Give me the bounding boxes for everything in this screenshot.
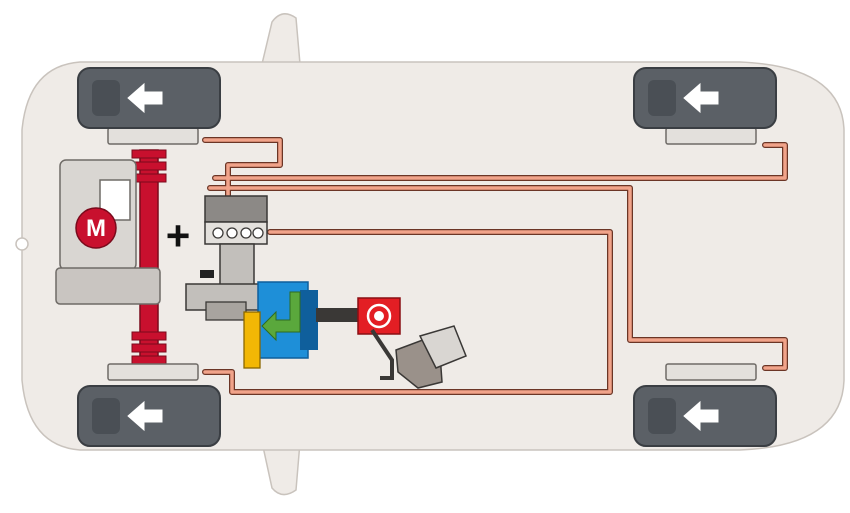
motor-badge <box>75 207 117 249</box>
brake-calipers <box>107 127 757 381</box>
motor-label: M <box>86 215 106 242</box>
front-bumper-notch <box>15 237 29 251</box>
brake-booster <box>243 281 358 369</box>
arrow-left-icon <box>127 400 163 432</box>
foot <box>395 325 467 389</box>
brake-pedal <box>370 328 394 380</box>
arrow-left-icon <box>683 82 719 114</box>
right-mirror <box>261 441 301 496</box>
arrow-left-icon <box>683 400 719 432</box>
brake-light-switch <box>357 297 401 335</box>
plus-symbol: + <box>166 212 191 259</box>
left-mirror <box>261 13 301 65</box>
arrow-left-icon <box>127 82 163 114</box>
wheel-front-left <box>77 67 221 129</box>
wheel-rear-left <box>77 385 221 447</box>
motor-unit: M <box>55 159 161 305</box>
master-cylinder <box>185 195 268 321</box>
brake-lines <box>202 137 788 395</box>
green-arrow-icon <box>261 291 301 342</box>
drive-shaft <box>131 149 167 365</box>
wheel-front-right <box>633 67 777 129</box>
car-body <box>21 61 845 451</box>
wheel-rear-right <box>633 385 777 447</box>
